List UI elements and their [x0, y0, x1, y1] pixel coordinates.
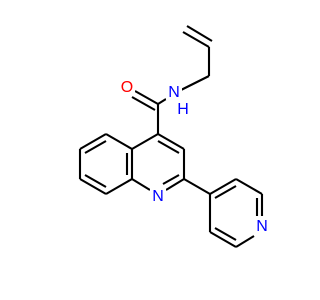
bond-vinyl-double-a [182, 31, 210, 48]
atom-n-pyridine: N [254, 216, 270, 235]
bond-ch2-n [180, 75, 210, 91]
atom-n-quinoline: N [150, 186, 166, 205]
bond-py-c4-c3-b [214, 185, 237, 199]
bond-py-c6-c5-b [214, 227, 237, 241]
bond-carbonyl-o-b [131, 96, 156, 111]
quinoline-heteroring [130, 133, 186, 191]
bond-n1-c8a [131, 178, 151, 191]
bond-c4-c3-a [157, 133, 185, 150]
atom-label-quinoline-nitrogen: N [152, 188, 164, 205]
atom-label-amide-hydrogen: H [177, 101, 189, 118]
molecule-structure: O N H N N [78, 25, 270, 248]
bond-c5-c6-a [79, 133, 107, 150]
bond-vinyl-double-b [186, 25, 213, 42]
bond-c2-n1-a [165, 178, 185, 191]
bond-py-n-c6 [235, 235, 255, 248]
bond-c7-c8-b [84, 174, 107, 188]
atom-label-oxygen: O [121, 79, 133, 96]
bond-py-c4-c3-a [209, 178, 237, 195]
amide-group [131, 90, 167, 134]
bond-n-carbonyl [157, 98, 167, 105]
bond-py-c3-c2 [235, 178, 263, 195]
bond-c2-pyridyl [183, 178, 211, 195]
bond-c7-c8-a [79, 178, 107, 195]
bond-c4a-c4 [131, 133, 159, 150]
quinoline-benzo-ring [78, 133, 133, 195]
bond-c4-c3-b [157, 140, 180, 154]
atom-n-amide: N H [166, 82, 190, 118]
bond-c4a-c5 [105, 133, 133, 150]
atom-o1: O [119, 77, 135, 96]
bond-c8-c8a [105, 178, 133, 195]
bond-c5-c6-b [84, 140, 107, 154]
bond-c2-n1-b [162, 174, 180, 185]
pyridine-ring [208, 178, 264, 248]
allyl-chain [180, 25, 213, 91]
atom-label-pyridine-nitrogen: N [256, 218, 268, 235]
bond-py-c6-c5-a [209, 231, 237, 248]
atom-label-amide-nitrogen: N [168, 84, 180, 101]
bond-carbonyl-o-a [134, 90, 159, 105]
